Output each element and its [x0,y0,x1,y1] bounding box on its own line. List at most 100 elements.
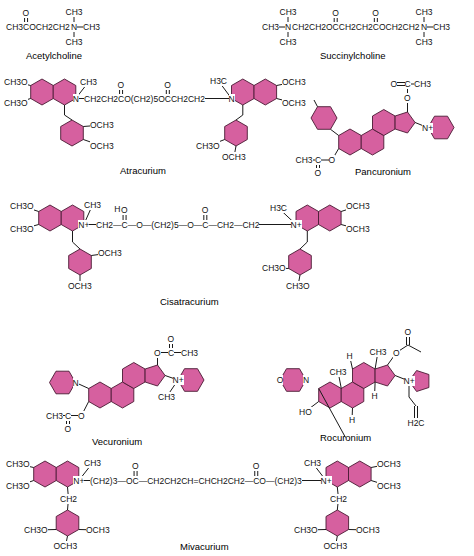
atom-label: OCH3 [86,525,110,535]
atom-label: CH3 [46,411,63,421]
ring [34,461,57,487]
atom-label: H [372,391,378,401]
atom-label: OCH3 [98,248,122,258]
ring [232,79,255,105]
bond-line [331,129,339,135]
atom-label: CH3 [330,367,347,377]
atom-label: CH3 [80,77,97,87]
atom-label: CH3 [416,37,433,47]
atom-label: OCH3 [377,459,401,469]
atom-label: O [405,327,412,337]
atom-label: CH3 [83,22,100,32]
atom-label: CH2CH2OCCH2CH2COCH2CH2 [292,22,420,32]
ring [145,365,165,386]
atom-label: N+ [404,376,415,386]
atom-label: O [391,79,398,89]
atom-label: CH3O [6,459,30,469]
ring [326,510,349,536]
compound-name: Succinylcholine [320,50,385,61]
atom-label: O [253,461,260,471]
atom-label: CH3 [158,392,175,402]
atom-label: OCH3 [68,281,92,291]
ring [353,363,376,389]
atom-label: N+ [173,375,184,385]
atom-label: N+ [73,476,84,486]
atom-label: C [65,411,71,421]
atom-label: O [154,348,161,358]
atom-label: CH3O [196,141,220,151]
bond-line [65,105,73,120]
atom-label: CH3O [294,525,318,535]
atom-label: OCH3 [346,201,370,211]
ring [56,510,79,536]
atom-label: O [118,80,125,90]
atom-label: O [277,375,284,385]
ring [225,120,248,146]
bond-line [73,231,81,249]
atom-label: HO [299,407,312,417]
atom-label: O [168,334,175,344]
compound-name: Atracurium [120,165,166,176]
atom-label: H3C [210,76,227,86]
atom-label: C [315,155,321,165]
atom-label: CH3 [414,79,431,89]
atom-label: H [347,351,353,361]
atom-label: CH3O [10,224,34,234]
atom-label: N [229,94,235,104]
bond-line [236,105,243,120]
atom-label: OCH3 [282,98,306,108]
ring [31,79,54,105]
atom-label: N [303,375,309,385]
bond-line [300,231,307,249]
atom-label: O [65,424,72,434]
atom-label: O [404,93,411,103]
atom-label: O [202,205,209,215]
bond-line [408,345,421,352]
atom-label: OCH3 [54,541,78,551]
compound-name: Mivacurium [180,541,229,552]
atom-label: OCH3 [222,152,246,162]
ring [89,382,112,408]
atom-label: CH3O [286,281,310,291]
ring [39,205,62,231]
atom-label: OCH3 [356,525,380,535]
ring [319,205,342,231]
atom-label: CH3 [181,348,198,358]
bonds [16,12,442,546]
atom-label: CH3O [24,525,48,535]
atom-label: N+ [78,220,89,230]
atom-label: O [121,205,128,215]
atom-label: CH3O [4,77,28,87]
atom-label: CH3 [370,347,387,357]
atom-label: OCH3 [90,120,114,130]
atom-label: CH3 [66,37,83,47]
ring [339,129,362,155]
atom-label: C [168,348,174,358]
atom-label: O [132,461,139,471]
atom-label: O [78,411,85,421]
ring [289,249,312,275]
atom-label: O [315,168,322,178]
atom-label: CH3 [304,458,321,468]
ring [395,112,415,133]
atom-label: (CH2)3—OC—CH2CH2CH=CHCH2CH2—CO—(CH2)3 [90,476,302,486]
atom-label: CH3 [84,200,101,210]
atom-label: OCH3 [282,77,306,87]
atom-label: CH3O [4,98,28,108]
compound-name: Acetylcholine [26,50,82,61]
atom-label: CH2 [330,494,347,504]
atom-label: H2C [408,418,425,428]
atom-label: O [329,155,336,165]
atom-label: OCH3 [346,224,370,234]
atom-label: CH3O [262,263,286,273]
atom-label: N [71,22,77,32]
atom-label: CH2 [60,494,77,504]
ring [375,365,395,386]
atom-label: CH3 [280,37,297,47]
bond-line [314,100,318,107]
atom-label: O [23,8,30,18]
compound-name: Vecuronium [92,436,142,447]
atom-label: O [332,8,339,18]
atom-label: CH3O [6,481,30,491]
